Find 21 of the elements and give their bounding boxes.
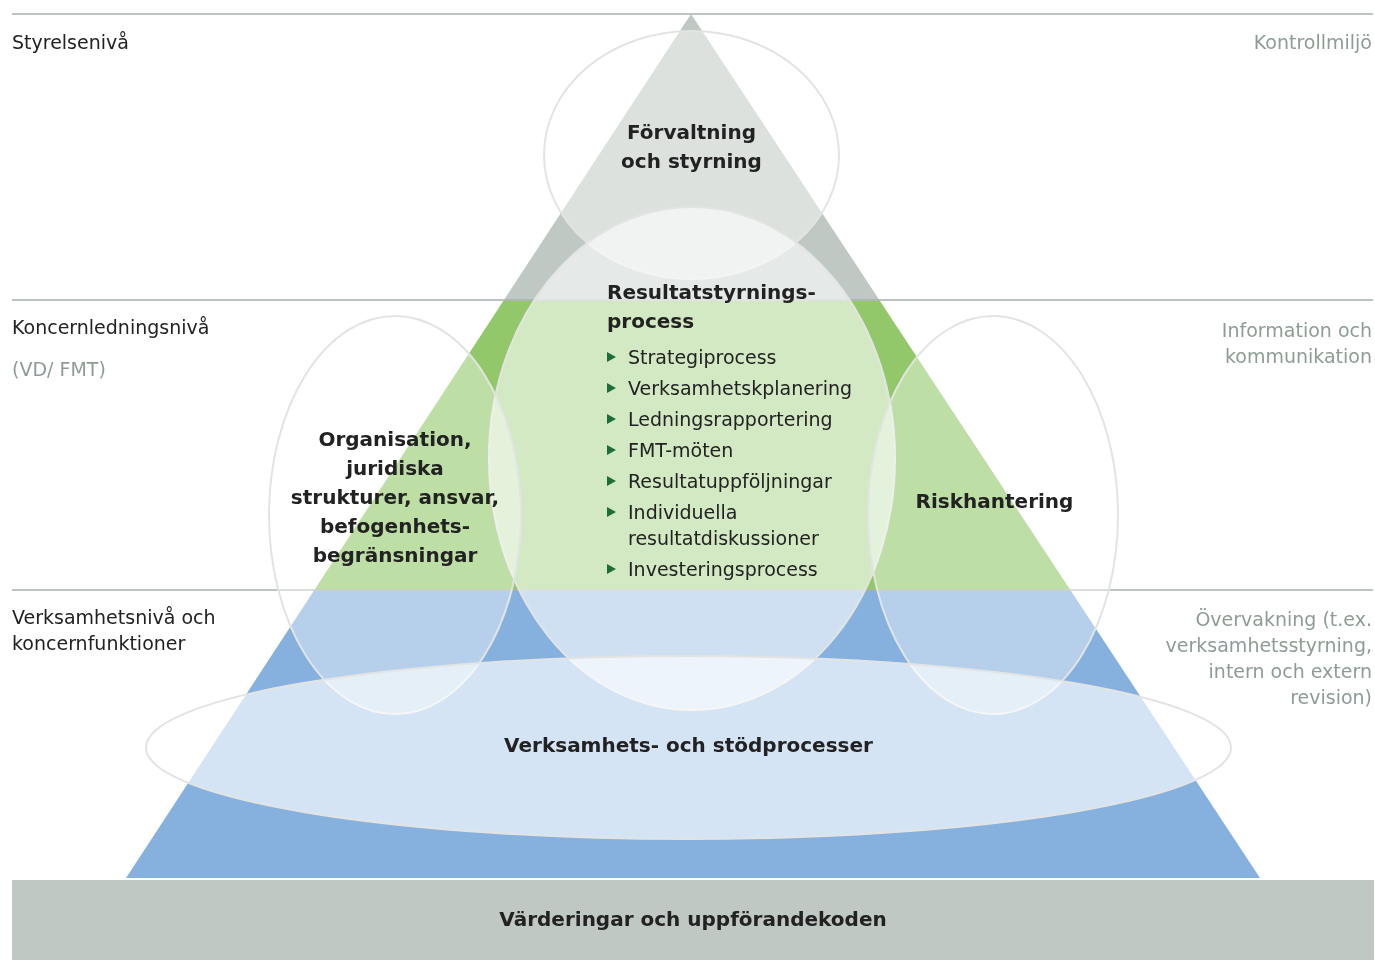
- list-item: Verksamhetskplanering: [628, 376, 854, 401]
- node-title: Organisation, juridiska strukturer, ansvar, befogenhets- begränsningar: [289, 426, 501, 569]
- values-bar: [12, 880, 1374, 960]
- node-title: Värderingar och uppförandekoden: [498, 906, 888, 933]
- list-item: Strategiprocess: [628, 345, 778, 370]
- level-label: Koncernledningsnivå: [12, 315, 211, 340]
- node-title: Verksamhets- och stödprocesser: [503, 732, 874, 759]
- component-label: Kontrollmiljö: [1252, 30, 1372, 55]
- node-title: Förvaltning och styrning: [620, 119, 763, 175]
- list-item: Individuella resultatdiskussioner: [628, 500, 820, 551]
- list-item: FMT-möten: [628, 438, 735, 463]
- component-label: Information och kommunikation: [1220, 318, 1372, 369]
- component-label: Övervakning (t.ex. verksamhetsstyrning, intern och extern revision): [1164, 607, 1372, 710]
- level-label: (VD/ FMT): [12, 357, 107, 382]
- level-label: Verksamhetsnivå och koncernfunktioner: [12, 605, 217, 656]
- list-item: Ledningsrapportering: [628, 407, 834, 432]
- level-label: Styrelsenivå: [12, 30, 130, 55]
- node-title: Resultatstyrnings- process: [607, 279, 817, 335]
- node-title: Riskhantering: [914, 488, 1075, 515]
- list-item: Resultatuppföljningar: [628, 469, 833, 494]
- list-item: Investeringsprocess: [628, 557, 819, 582]
